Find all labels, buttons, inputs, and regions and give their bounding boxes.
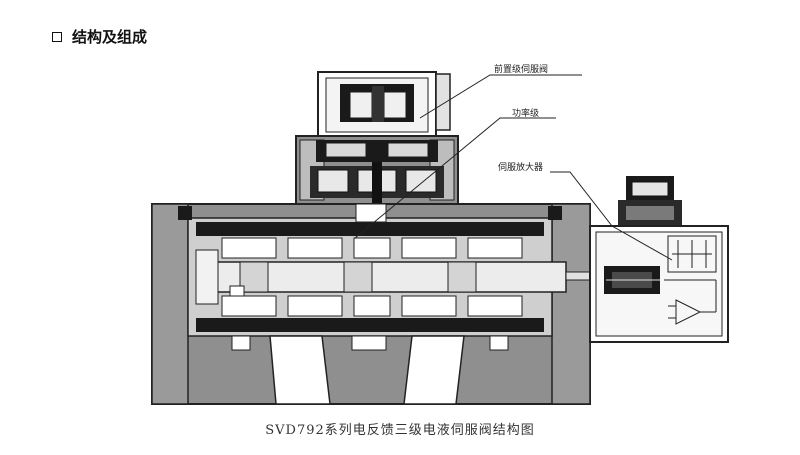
power-stage-body [151,203,607,405]
section-heading: 结构及组成 [52,26,147,47]
servo-amplifier [589,176,729,343]
callout-leaders [354,74,673,261]
leader-servo-amplifier [550,171,673,261]
square-outline-icon [52,31,62,42]
pilot-valve [295,71,459,205]
leader-pilot-valve [419,74,582,119]
leader-power-stage [354,117,556,239]
section-title: 结构及组成 [72,28,148,46]
callout-servo-amplifier: 伺服放大器 [498,163,544,173]
figure-caption: SVD792系列电反馈三级电液伺服阀结构图 [265,423,535,438]
callout-pilot-valve: 前置级伺服阀 [494,65,549,75]
callout-power-stage: 功率级 [512,109,540,119]
